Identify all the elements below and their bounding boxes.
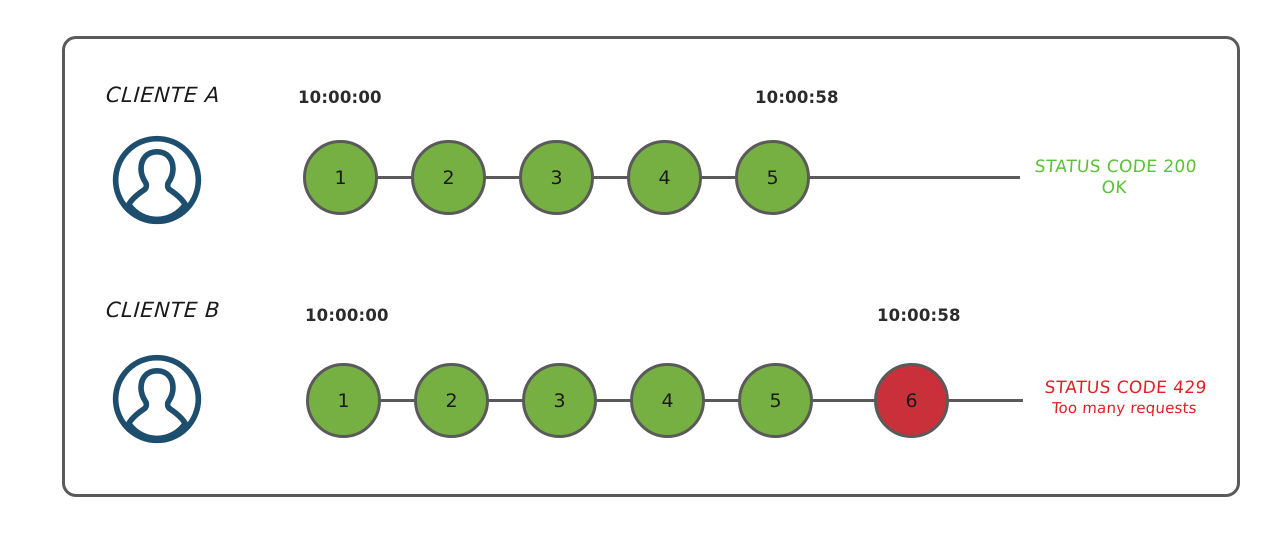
client-b-end-timestamp: 10:00:58	[877, 306, 961, 325]
client-a-status-annotation: STATUS CODE 200 OK	[1024, 157, 1207, 198]
client-b-request-node-3[interactable]: 3	[522, 363, 597, 438]
client-b-avatar	[110, 352, 204, 446]
client-a-start-timestamp: 10:00:00	[298, 88, 382, 107]
node-number: 6	[905, 389, 918, 412]
client-a-request-node-1[interactable]: 1	[303, 140, 378, 215]
client-b-request-node-6[interactable]: 6	[874, 363, 949, 438]
client-a-request-node-5[interactable]: 5	[735, 140, 810, 215]
client-a-request-node-4[interactable]: 4	[627, 140, 702, 215]
node-number: 4	[661, 389, 674, 412]
client-b-status-text: Too many requests	[1051, 398, 1198, 417]
client-a-request-node-2[interactable]: 2	[411, 140, 486, 215]
client-a-status-code: STATUS CODE 200	[1033, 157, 1198, 177]
node-number: 2	[445, 389, 458, 412]
user-avatar-icon	[112, 354, 202, 444]
client-a-end-timestamp: 10:00:58	[755, 88, 839, 107]
client-b-request-node-2[interactable]: 2	[414, 363, 489, 438]
client-a-label: CLIENTE A	[105, 83, 221, 107]
node-number: 3	[550, 166, 563, 189]
node-number: 3	[553, 389, 566, 412]
node-number: 4	[658, 166, 671, 189]
client-b-request-node-4[interactable]: 4	[630, 363, 705, 438]
client-a-request-node-3[interactable]: 3	[519, 140, 594, 215]
client-b-status-code: STATUS CODE 429	[1043, 378, 1208, 398]
node-number: 5	[766, 166, 779, 189]
node-number: 2	[442, 166, 455, 189]
node-number: 5	[769, 389, 782, 412]
client-b-status-annotation: STATUS CODE 429 Too many requests	[1024, 378, 1227, 417]
user-avatar-icon	[112, 135, 202, 225]
client-b-request-node-5[interactable]: 5	[738, 363, 813, 438]
client-a-avatar	[110, 133, 204, 227]
client-b-start-timestamp: 10:00:00	[305, 306, 389, 325]
client-a-status-text: OK	[1100, 177, 1128, 198]
client-b-request-node-1[interactable]: 1	[306, 363, 381, 438]
node-number: 1	[337, 389, 350, 412]
client-b-label: CLIENTE B	[105, 298, 221, 322]
node-number: 1	[334, 166, 347, 189]
